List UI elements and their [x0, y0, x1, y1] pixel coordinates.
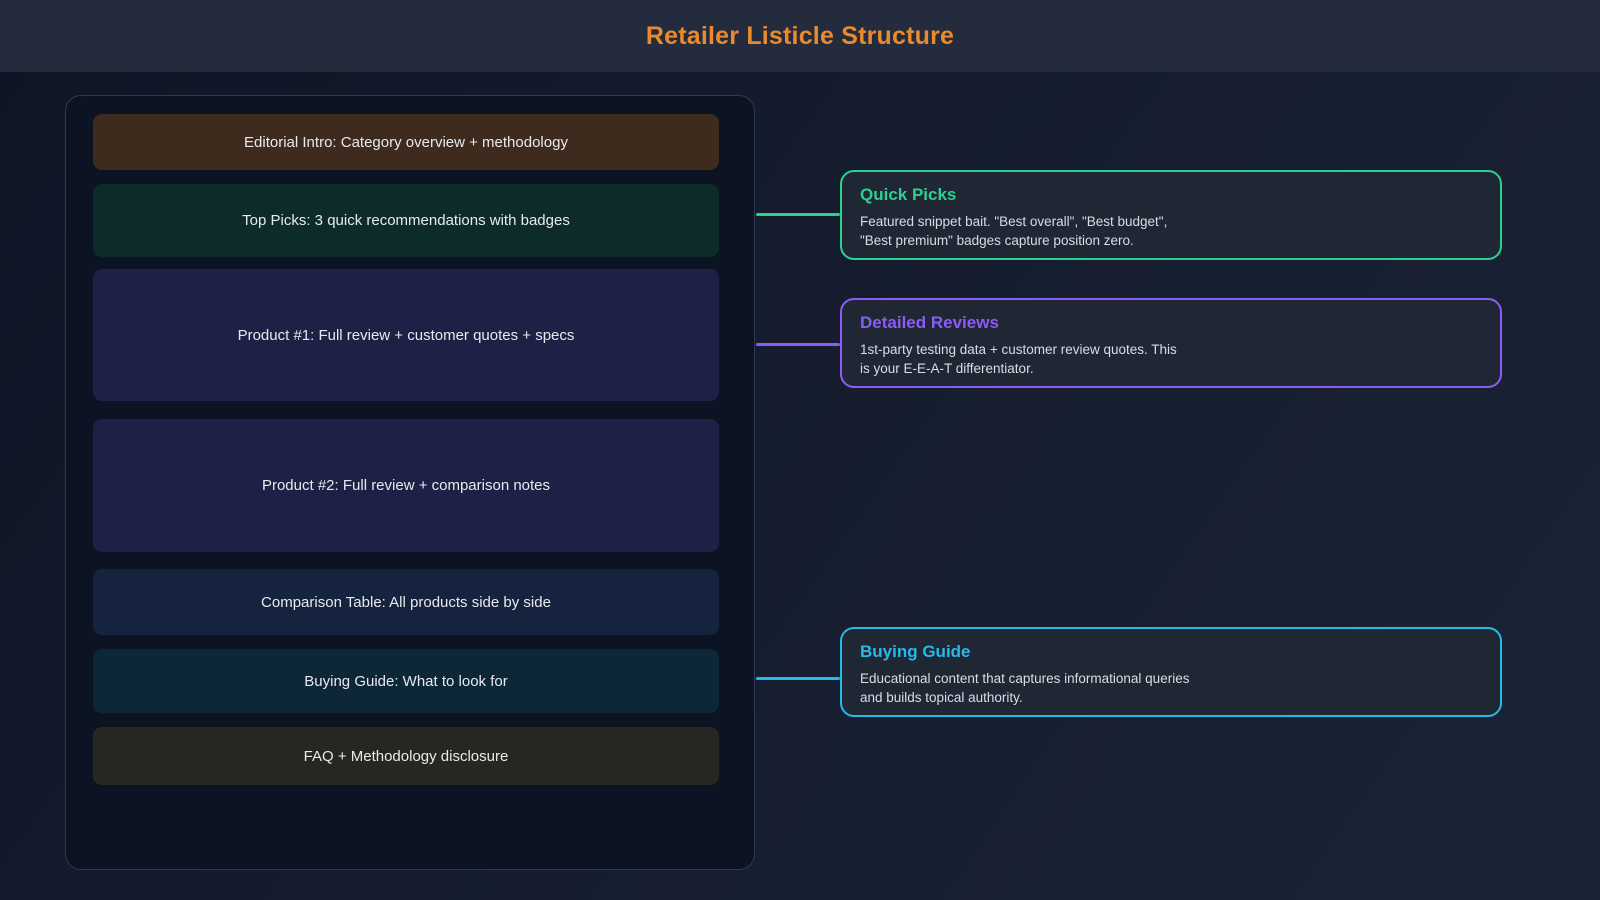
callout-quick-picks: Quick Picks Featured snippet bait. "Best…: [840, 170, 1502, 260]
section-editorial-intro: Editorial Intro: Category overview + met…: [93, 114, 719, 170]
callout-body: Educational content that captures inform…: [860, 671, 1190, 705]
listicle-structure-panel: Editorial Intro: Category overview + met…: [65, 95, 755, 870]
section-label: Product #1: Full review + customer quote…: [237, 326, 575, 344]
section-label: Product #2: Full review + comparison not…: [261, 477, 551, 494]
callout-buying-guide: Buying Guide Educational content that ca…: [840, 627, 1502, 717]
header-bar: Retailer Listicle Structure: [0, 0, 1600, 72]
section-top-picks: Top Picks: 3 quick recommendations with …: [93, 184, 719, 257]
callout-title: Detailed Reviews: [860, 313, 999, 332]
page-title: Retailer Listicle Structure: [645, 21, 955, 50]
section-label: Buying Guide: What to look for: [304, 672, 508, 690]
callout-body: Featured snippet bait. "Best overall", "…: [860, 214, 1168, 248]
section-label: FAQ + Methodology disclosure: [303, 747, 509, 765]
callout-detailed-reviews: Detailed Reviews 1st-party testing data …: [840, 298, 1502, 388]
connector-line-quick-picks: [756, 213, 840, 216]
section-product-2: Product #2: Full review + comparison not…: [93, 419, 719, 552]
section-label: Editorial Intro: Category overview + met…: [244, 133, 568, 151]
section-faq: FAQ + Methodology disclosure: [93, 727, 719, 785]
section-comparison-table: Comparison Table: All products side by s…: [93, 569, 719, 635]
section-label: Top Picks: 3 quick recommendations with …: [242, 212, 570, 229]
section-label: Comparison Table: All products side by s…: [261, 593, 551, 611]
section-product-1: Product #1: Full review + customer quote…: [93, 269, 719, 401]
section-buying-guide: Buying Guide: What to look for: [93, 649, 719, 713]
callout-title: Quick Picks: [860, 185, 957, 204]
callout-title: Buying Guide: [860, 642, 971, 661]
connector-line-buying-guide: [756, 677, 840, 680]
callout-body: 1st-party testing data + customer review…: [860, 342, 1177, 376]
connector-line-detailed-reviews: [756, 343, 840, 346]
